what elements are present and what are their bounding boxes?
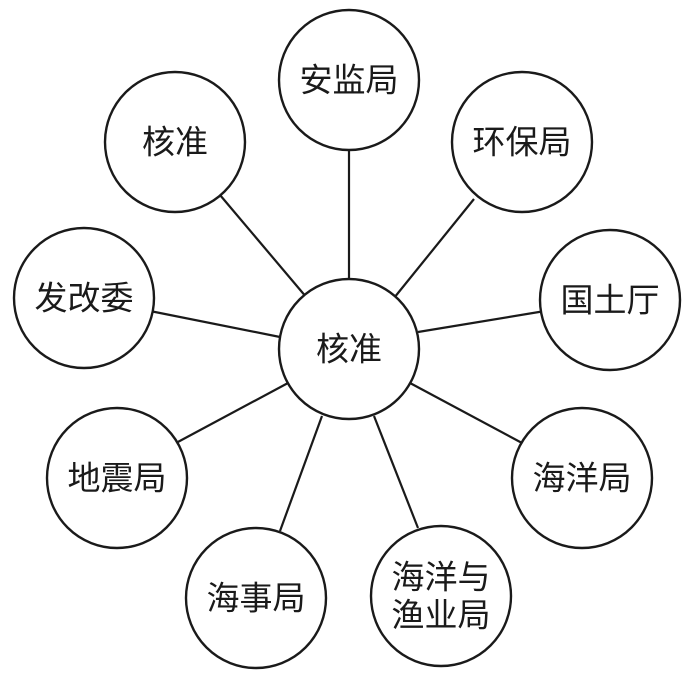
edge-huanbaoju xyxy=(393,198,475,299)
edge-haiyangju xyxy=(409,382,523,444)
node-haiyang-yuyeju: 海洋与 渔业局 xyxy=(369,524,513,668)
node-fagaiwei-label: 发改委 xyxy=(35,279,134,318)
node-haiyangju: 海洋局 xyxy=(510,406,654,550)
node-guotuting-label: 国土厅 xyxy=(561,281,660,320)
node-hub-label: 核准 xyxy=(316,330,382,369)
node-haiyangju-label: 海洋局 xyxy=(533,459,632,498)
node-haiyang-yuyeju-label-line2: 渔业局 xyxy=(392,596,491,635)
node-huanbaoju: 环保局 xyxy=(450,70,594,214)
node-hub: 核准 xyxy=(277,277,421,421)
node-fagaiwei: 发改委 xyxy=(12,226,156,370)
edge-haishiju xyxy=(278,415,324,532)
edge-dizhenju xyxy=(175,382,289,444)
edge-guotuting xyxy=(417,309,546,334)
node-hezhun-label: 核准 xyxy=(142,123,208,162)
edge-hezhun xyxy=(219,194,308,299)
connector-lines xyxy=(149,150,546,532)
node-haiyang-yuyeju-circle xyxy=(369,524,513,668)
node-haiyangju-circle xyxy=(510,406,654,550)
node-hezhun-circle xyxy=(103,70,247,214)
node-dizhenju-label: 地震局 xyxy=(68,459,167,498)
node-haishiju-circle xyxy=(184,526,328,670)
node-haishiju-label: 海事局 xyxy=(207,579,306,618)
node-hezhun: 核准 xyxy=(103,70,247,214)
node-huanbaoju-circle xyxy=(450,70,594,214)
node-haishiju: 海事局 xyxy=(184,526,328,670)
node-haiyang-yuyeju-label-line1: 海洋与 xyxy=(392,558,491,597)
node-guotuting: 国土厅 xyxy=(538,228,682,372)
edge-fagaiwei xyxy=(149,309,281,339)
node-dizhenju: 地震局 xyxy=(45,406,189,550)
node-fagaiwei-circle xyxy=(12,226,156,370)
node-guotuting-circle xyxy=(538,228,682,372)
node-anjianju: 安监局 xyxy=(277,8,421,152)
node-anjianju-circle xyxy=(277,8,421,152)
node-hub-circle xyxy=(277,277,421,421)
node-huanbaoju-label: 环保局 xyxy=(473,123,572,162)
edge-haiyang-yuyeju xyxy=(372,415,420,529)
node-anjianju-label: 安监局 xyxy=(300,61,399,100)
node-dizhenju-circle xyxy=(45,406,189,550)
